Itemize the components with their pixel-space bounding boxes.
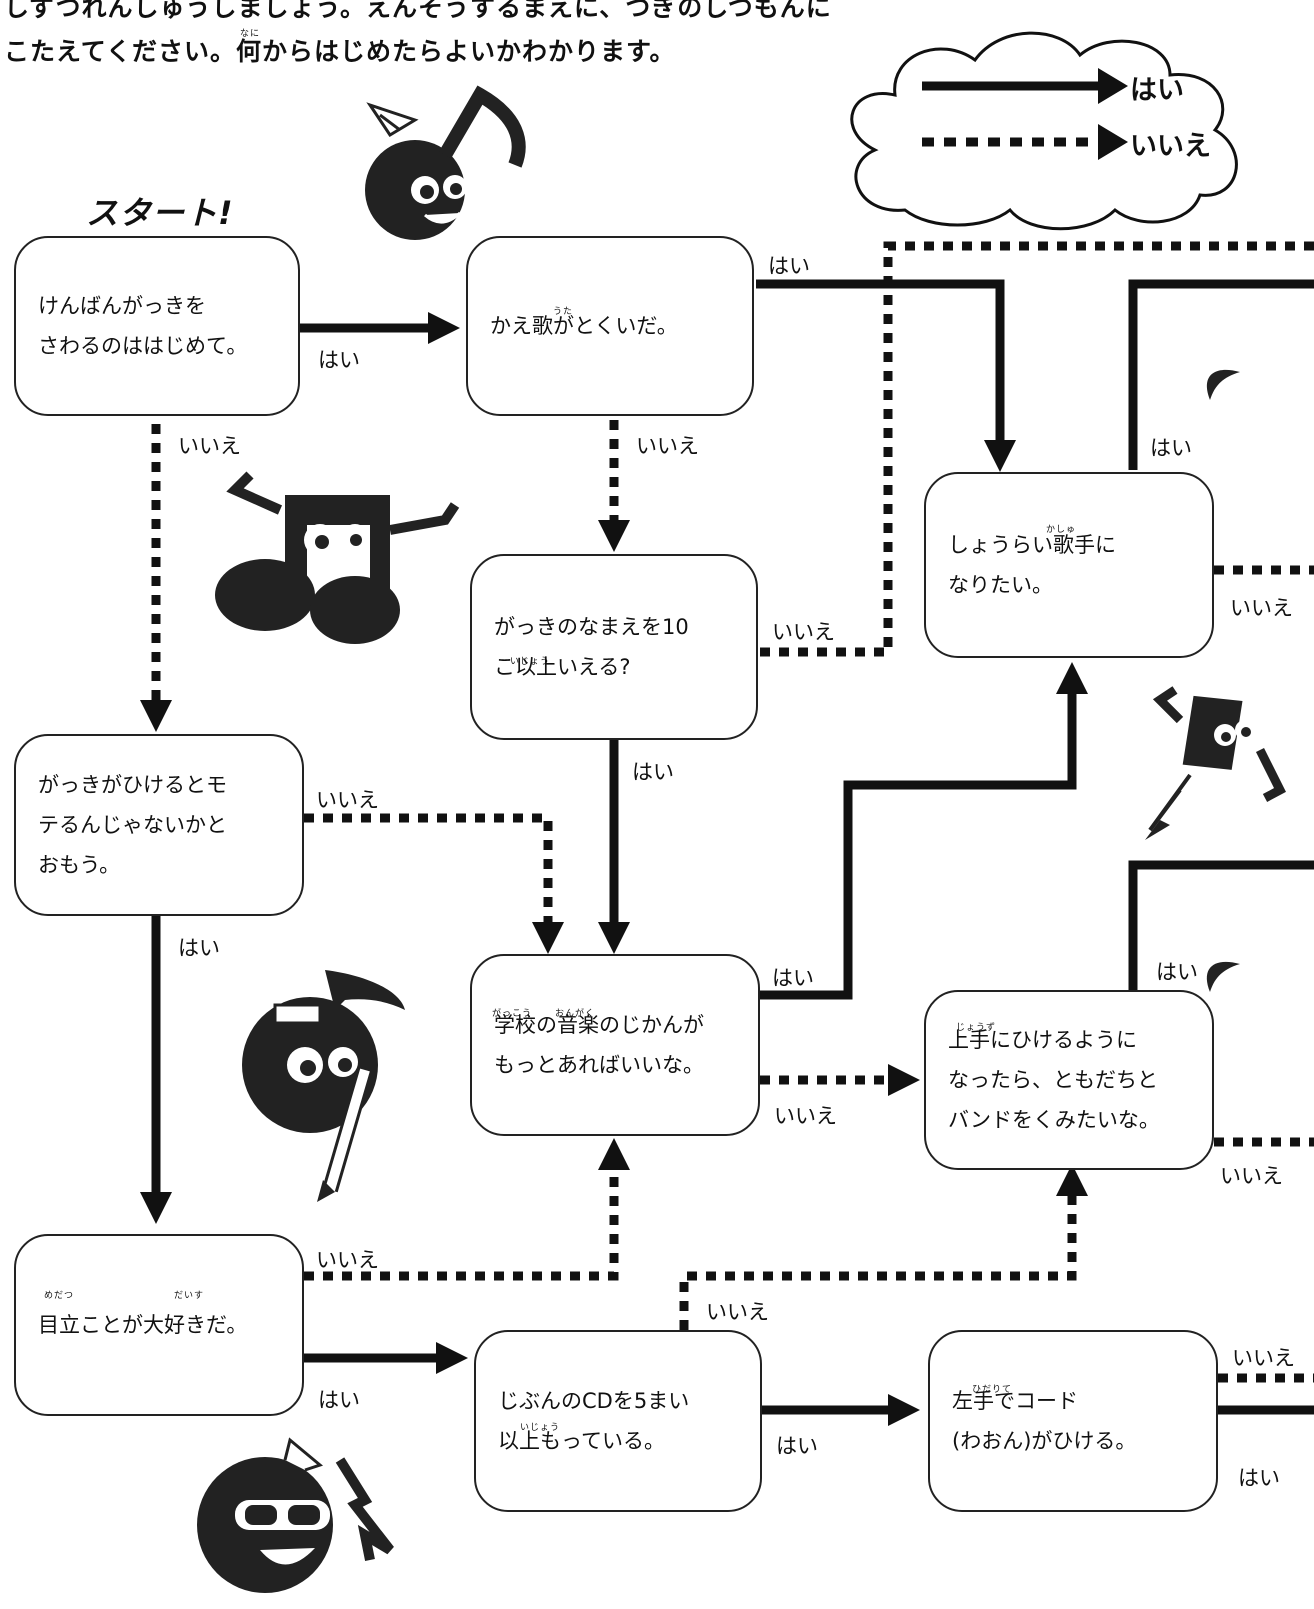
label-b2-no: いいえ bbox=[636, 434, 699, 458]
question-box-chords: 左手でコード (わおん)がひける。 bbox=[928, 1330, 1218, 1512]
flow-b4-no bbox=[304, 813, 553, 922]
label-b9-no: いいえ bbox=[1220, 1164, 1283, 1188]
question-box-popular: がっきがひけるとモ テるんじゃないかと おもう。 bbox=[14, 734, 304, 916]
flow-b5-yes bbox=[760, 690, 1077, 1000]
arrowhead-b2-yes bbox=[984, 440, 1016, 472]
label-b8-yes: はい bbox=[1150, 436, 1192, 460]
arrowhead-b1-no bbox=[140, 700, 172, 732]
intro-text: しずつれんしゅうしましょう。えんそうするまえに、つぎのしつもんに こたえてくださ… bbox=[4, 0, 864, 74]
arrowhead-b1-yes bbox=[428, 312, 460, 344]
box-text-line: なりたい。 bbox=[948, 573, 1053, 597]
box-text-line: けんばんがっきを bbox=[38, 294, 206, 318]
question-box-instrument-names: がっきのなまえを10 こ以上いえる? bbox=[470, 554, 758, 740]
label-b6-yes: はい bbox=[318, 1388, 360, 1412]
box-text-line: 目立ことが大好きだ。 bbox=[38, 1313, 248, 1337]
ruby-ijou: いじょう bbox=[520, 1423, 561, 1433]
label-b4-yes: はい bbox=[178, 936, 220, 960]
box-text-line: がっきがひけるとモ bbox=[38, 773, 227, 797]
label-b3-yes: はい bbox=[632, 760, 674, 784]
box-text-line: かえ歌がとくいだ。 bbox=[490, 314, 678, 338]
pencil-mascot-icon bbox=[1145, 686, 1286, 840]
ruby-kashu: かしゅ bbox=[1046, 525, 1077, 535]
label-b7-no: いいえ bbox=[706, 1300, 769, 1324]
hair-tuft-icon bbox=[1206, 961, 1240, 992]
ruby-ijou: いじょう bbox=[510, 657, 551, 667]
label-b7-yes: はい bbox=[776, 1434, 818, 1458]
intro-line-1: しずつれんしゅうしましょう。えんそうするまえに、つぎのしつもんに bbox=[4, 0, 832, 22]
flow-b2-yes bbox=[756, 279, 1005, 444]
flow-b3-no bbox=[760, 241, 1314, 657]
question-box-music-class: 学校の音楽のじかんが もっとあればいいな。 bbox=[470, 954, 760, 1136]
box-text-line: さわるのははじめて。 bbox=[38, 334, 248, 358]
question-box-first-keyboard: けんばんがっきを さわるのははじめて。 bbox=[14, 236, 300, 416]
question-box-own-cds: じぶんのCDを5まい 以上もっている。 bbox=[474, 1330, 762, 1512]
flow-b9-yes bbox=[1128, 860, 1314, 990]
flow-b8-yes bbox=[1128, 279, 1314, 470]
arrowhead-b3-yes bbox=[598, 922, 630, 954]
label-b8-no: いいえ bbox=[1230, 596, 1293, 620]
label-b1-yes: はい bbox=[318, 348, 360, 372]
ruby-ongaku: おんがく bbox=[555, 1009, 596, 1019]
arrowhead-b2-no bbox=[598, 520, 630, 552]
music-note-mascot-icon bbox=[242, 970, 405, 1202]
box-text-line: がっきのなまえを10 bbox=[494, 615, 689, 639]
legend-no-arrowhead bbox=[1098, 124, 1128, 160]
arrowhead-b4-no bbox=[532, 922, 564, 954]
label-b5-no: いいえ bbox=[774, 1104, 837, 1128]
intro-line-2: こたえてください。何からはじめたらよいかわかります。 bbox=[4, 37, 676, 66]
box-text-line: なったら、ともだちと bbox=[948, 1068, 1158, 1092]
label-b10-no: いいえ bbox=[1232, 1346, 1295, 1370]
legend-no-label: いいえ bbox=[1130, 131, 1211, 162]
box-text-line: 上手にひけるように bbox=[948, 1028, 1137, 1052]
box-text-line: (わおん)がひける。 bbox=[952, 1429, 1137, 1453]
question-box-stand-out: 目立ことが大好きだ。 bbox=[14, 1234, 304, 1416]
arrowhead-b4-yes bbox=[140, 1192, 172, 1224]
ruby-nani: なに bbox=[240, 29, 261, 39]
box-text-line: テるんじゃないかと bbox=[38, 813, 227, 837]
label-b3-no: いいえ bbox=[772, 620, 835, 644]
arrowhead-b5-no bbox=[888, 1064, 920, 1096]
box-text-line: バンドをくみたいな。 bbox=[948, 1108, 1160, 1132]
label-b5-yes: はい bbox=[772, 966, 814, 990]
flow-b7-no bbox=[679, 1196, 1077, 1330]
arrowhead-b6-yes bbox=[436, 1342, 468, 1374]
ruby-medatsu: めだつ bbox=[44, 1291, 75, 1301]
start-label: スタート! bbox=[86, 194, 234, 232]
legend-yes-arrowhead bbox=[1098, 68, 1128, 104]
box-text-line: しょうらい歌手に bbox=[948, 533, 1116, 557]
flow-b6-no bbox=[304, 1170, 619, 1281]
label-b9-yes: はい bbox=[1156, 960, 1198, 984]
ruby-uta: うた bbox=[553, 307, 574, 317]
box-text-line: 以上もっている。 bbox=[498, 1429, 665, 1453]
question-box-future-singer: しょうらい歌手に なりたい。 bbox=[924, 472, 1214, 658]
label-b6-no: いいえ bbox=[316, 1248, 379, 1272]
box-text-line: おもう。 bbox=[38, 853, 121, 877]
legend-yes-label: はい bbox=[1130, 75, 1184, 106]
question-box-band: 上手にひけるように なったら、ともだちと バンドをくみたいな。 bbox=[924, 990, 1214, 1170]
label-b10-yes: はい bbox=[1238, 1466, 1280, 1490]
arrowhead-b5-yes bbox=[1056, 662, 1088, 694]
ruby-jouzu: じょうず bbox=[956, 1023, 997, 1033]
box-text-line: 左手でコード bbox=[952, 1389, 1078, 1413]
box-text-line: 学校の音楽のじかんが bbox=[494, 1013, 704, 1037]
music-note-mascot-icon bbox=[215, 471, 460, 644]
ruby-gakkou: がっこう bbox=[492, 1009, 533, 1019]
box-text-line: こ以上いえる? bbox=[494, 655, 631, 679]
box-text-line: もっとあればいいな。 bbox=[494, 1053, 704, 1077]
label-b1-no: いいえ bbox=[178, 434, 241, 458]
ruby-daisu: だいす bbox=[174, 1291, 205, 1301]
arrowhead-b7-yes bbox=[888, 1394, 920, 1426]
music-note-mascot-icon bbox=[197, 1437, 394, 1593]
label-b2-yes: はい bbox=[768, 254, 810, 278]
arrowhead-b7-no bbox=[1056, 1164, 1088, 1196]
hair-tuft-icon bbox=[1206, 369, 1240, 400]
arrowhead-b6-no bbox=[598, 1138, 630, 1170]
question-box-parody-songs: かえ歌がとくいだ。 bbox=[466, 236, 754, 416]
music-note-mascot-icon bbox=[365, 85, 526, 240]
ruby-hidarite: ひだりて bbox=[972, 1385, 1013, 1395]
box-text-line: じぶんのCDを5まい bbox=[498, 1389, 690, 1413]
label-b4-no: いいえ bbox=[316, 788, 379, 812]
